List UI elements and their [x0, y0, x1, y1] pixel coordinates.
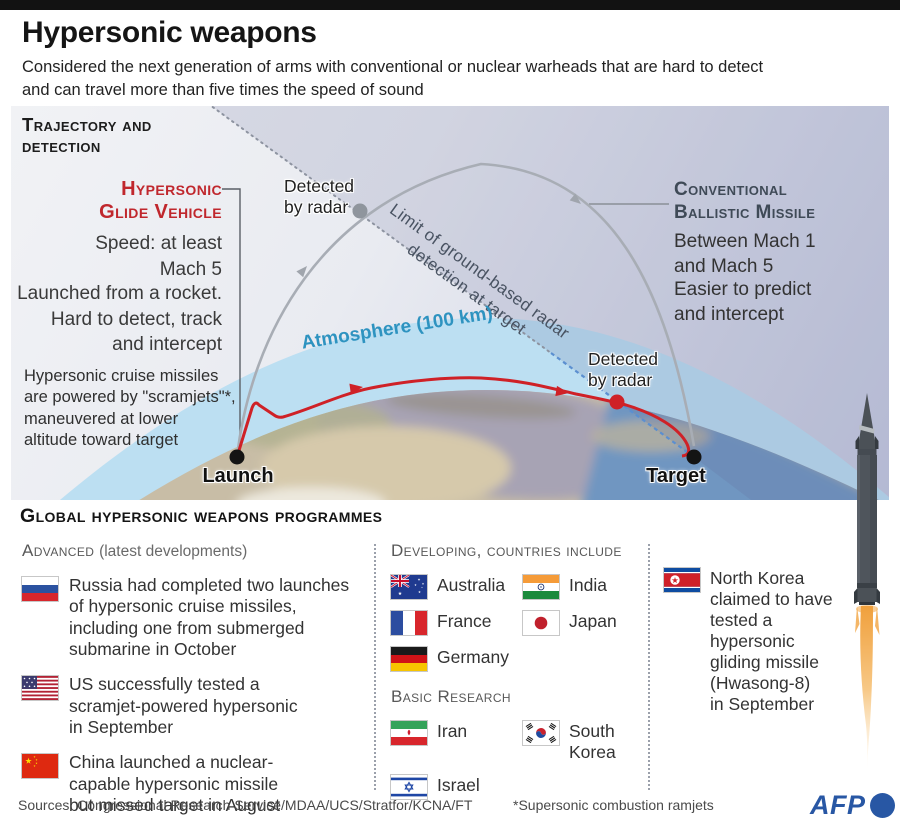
afp-logo: AFP	[810, 790, 895, 821]
ballistic-arrow-2	[569, 193, 581, 204]
radar-detect-dot-red	[609, 394, 625, 410]
country-name: Iran	[437, 721, 468, 741]
germany-flag-icon	[391, 647, 427, 671]
france-flag-icon	[391, 611, 427, 635]
list-item-france: France	[391, 609, 523, 635]
detected-by-radar-bottom-label: Detected by radar	[588, 349, 659, 390]
china-text: China launched a nuclear- capable hypers…	[69, 752, 281, 816]
cbm-predict-text: Easier to predict and intercept	[674, 279, 812, 325]
column-divider-1	[374, 544, 376, 790]
south-korea-flag-icon	[523, 721, 559, 745]
hgv-speed-text: Speed: at least Mach 5	[95, 233, 222, 280]
hgv-bracket-line	[222, 188, 241, 454]
list-item-australia: Australia	[391, 573, 523, 599]
list-item-india: India	[523, 573, 641, 599]
list-item-china: China launched a nuclear- capable hypers…	[22, 752, 372, 816]
north-korea-text: North Korea claimed to have tested a hyp…	[710, 568, 833, 714]
australia-flag-icon	[391, 575, 427, 599]
list-item-iran: Iran	[391, 719, 523, 763]
developing-column: Developing, countries include	[391, 541, 641, 799]
china-flag-icon	[22, 754, 58, 779]
missile-illustration	[854, 393, 880, 773]
country-name: India	[569, 575, 607, 595]
launch-label: Launch	[202, 465, 274, 487]
hypersonic-arrow-2	[555, 385, 569, 397]
russia-text: Russia had completed two launches of hyp…	[69, 575, 350, 660]
hgv-title: Hypersonic Glide Vehicle	[99, 178, 222, 223]
japan-flag-icon	[523, 611, 559, 635]
trajectory-diagram-art	[47, 99, 900, 536]
us-text: US successfully tested a scramjet-powere…	[69, 674, 298, 738]
basic-research-label: Basic Research	[391, 687, 511, 706]
developing-label: Developing, countries include	[391, 541, 622, 560]
hgv-cruise-text: Hypersonic cruise missiles are powered b…	[24, 367, 236, 450]
advanced-sublabel: (latest developments)	[99, 543, 248, 560]
radar-limit-line-dotted	[202, 99, 552, 354]
country-name: Israel	[437, 775, 480, 795]
list-item-south-korea: South Korea	[523, 719, 641, 763]
programs-title: Global hypersonic weapons programmes	[20, 505, 383, 527]
page-title: Hypersonic weapons	[22, 16, 317, 49]
target-label: Target	[646, 465, 706, 487]
top-bar	[0, 0, 900, 10]
country-name: Germany	[437, 647, 509, 667]
cbm-speed-text: Between Mach 1 and Mach 5	[674, 231, 816, 277]
advanced-label: Advanced	[22, 541, 95, 560]
cbm-title: Conventional Ballistic Missile	[674, 179, 816, 223]
detected-by-radar-top-label: Detected by radar	[284, 176, 355, 217]
list-item-japan: Japan	[523, 609, 641, 635]
country-name: Australia	[437, 575, 506, 595]
list-item-us: US successfully tested a scramjet-powere…	[22, 674, 372, 738]
target-dot	[686, 449, 702, 465]
russia-flag-icon	[22, 577, 58, 601]
north-korea-column: North Korea claimed to have tested a hyp…	[664, 566, 850, 715]
list-item-russia: Russia had completed two launches of hyp…	[22, 575, 372, 660]
hypersonic-arrow-1	[349, 383, 363, 394]
country-name: Japan	[569, 611, 617, 631]
afp-logo-circle-icon	[869, 793, 895, 818]
hypersonic-trajectory	[235, 376, 691, 458]
afp-logo-text: AFP	[810, 790, 866, 820]
sources-text: Sources: Congressional Research Service/…	[18, 797, 473, 813]
basic-grid: Iran	[391, 719, 641, 799]
launch-dot	[229, 449, 245, 465]
diagram-section-title: Trajectory and detection	[22, 114, 152, 156]
radar-shadow-wedge	[203, 100, 889, 500]
list-item-germany: Germany	[391, 645, 523, 671]
israel-flag-icon	[391, 775, 427, 799]
footnote-text: *Supersonic combustion ramjets	[513, 797, 714, 813]
trajectory-diagram-panel	[11, 99, 900, 536]
north-korea-flag-icon	[664, 568, 700, 592]
india-flag-icon	[523, 575, 559, 599]
list-item-north-korea: North Korea claimed to have tested a hyp…	[664, 566, 850, 715]
developing-grid: Australia India France	[391, 573, 641, 671]
iran-flag-icon	[391, 721, 427, 745]
country-name: France	[437, 611, 492, 631]
ballistic-arc	[235, 162, 696, 458]
column-divider-2	[648, 544, 650, 790]
list-item-israel: Israel	[391, 773, 523, 799]
ballistic-arrow-1	[296, 266, 307, 278]
page-subtitle: Considered the next generation of arms w…	[22, 58, 764, 100]
country-name: South Korea	[569, 721, 616, 762]
advanced-header: Advanced (latest developments)	[22, 541, 372, 561]
hgv-launch-text: Launched from a rocket. Hard to detect, …	[17, 283, 222, 356]
radar-detect-dot-gray	[352, 203, 368, 219]
advanced-column: Advanced (latest developments) Russia ha…	[22, 541, 372, 816]
us-flag-icon	[22, 676, 58, 701]
